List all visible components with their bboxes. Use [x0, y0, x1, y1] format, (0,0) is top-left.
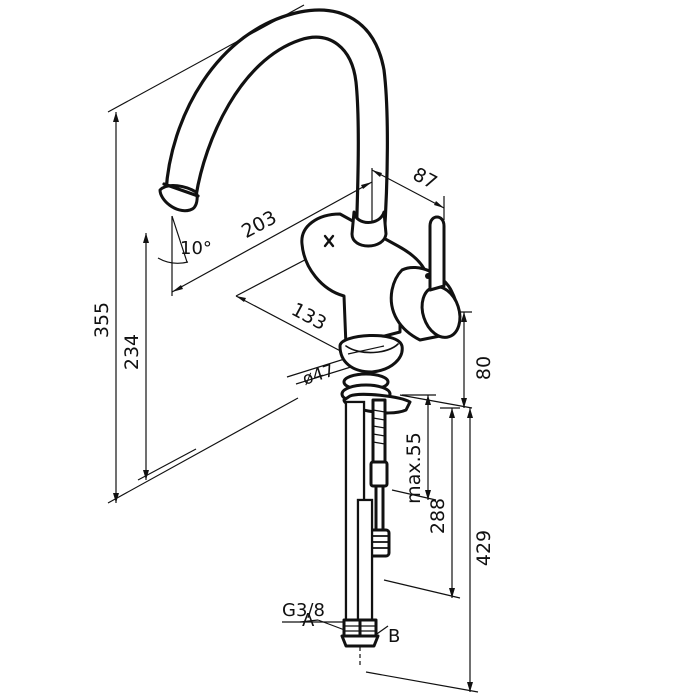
dim-diameter-47: ø47 [300, 361, 337, 390]
supply-hoses [340, 400, 380, 648]
dim-429: 429 [473, 530, 495, 566]
dim-288: 288 [427, 498, 449, 534]
label-hose-a: A [302, 610, 315, 631]
dim-max-55: max.55 [403, 432, 425, 504]
dim-87: 87 [409, 163, 441, 194]
dim-133: 133 [288, 298, 330, 334]
dim-234: 234 [121, 334, 143, 370]
label-hose-b: B [388, 626, 400, 647]
dim-355: 355 [91, 302, 113, 338]
faucet-body [158, 8, 462, 374]
label-thread-g38: G3/8 [282, 600, 325, 621]
dim-203: 203 [238, 206, 280, 242]
part-labels: G3/8 A B [282, 600, 400, 647]
dim-80: 80 [473, 356, 495, 380]
dimension-lines [107, 4, 479, 693]
dim-10-degree: 10° [180, 238, 212, 259]
